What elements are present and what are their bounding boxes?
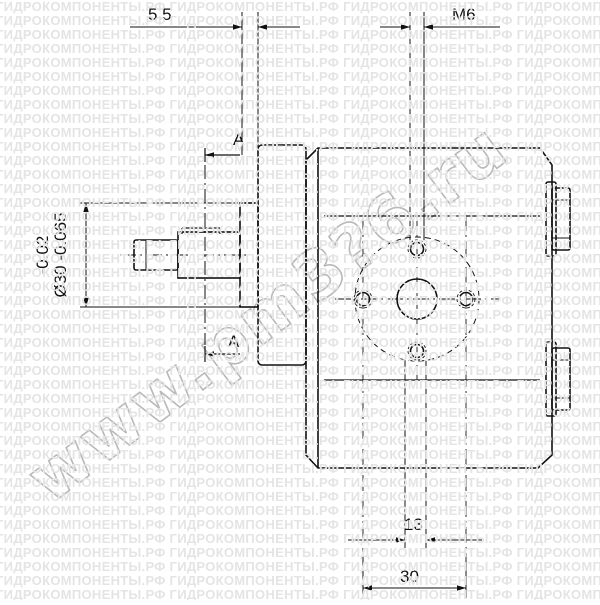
dimension-13-label: 13 bbox=[404, 515, 423, 534]
section-marker-top bbox=[204, 148, 240, 162]
dimension-5-5 bbox=[130, 12, 300, 155]
dimension-5-5-label: 5.5 bbox=[148, 5, 172, 24]
diagonal-watermark: www.pm3?6.ru bbox=[13, 108, 521, 518]
section-label-bottom: A bbox=[228, 332, 240, 351]
dimension-m6-label: M6 bbox=[452, 5, 476, 24]
pump-body bbox=[133, 144, 571, 469]
centerlines bbox=[120, 215, 500, 590]
section-marker-bottom bbox=[204, 346, 240, 362]
tolerance-lower-label: Ø30 -0.065 bbox=[51, 212, 70, 297]
section-label-top: A bbox=[233, 130, 245, 149]
dimension-diameter bbox=[80, 202, 240, 308]
dimension-30-label: 30 bbox=[400, 567, 419, 586]
dimension-30 bbox=[362, 548, 467, 598]
dimension-m6 bbox=[380, 12, 500, 240]
tolerance-upper-label: -0.02 bbox=[33, 236, 52, 275]
dimension-13 bbox=[348, 360, 482, 548]
